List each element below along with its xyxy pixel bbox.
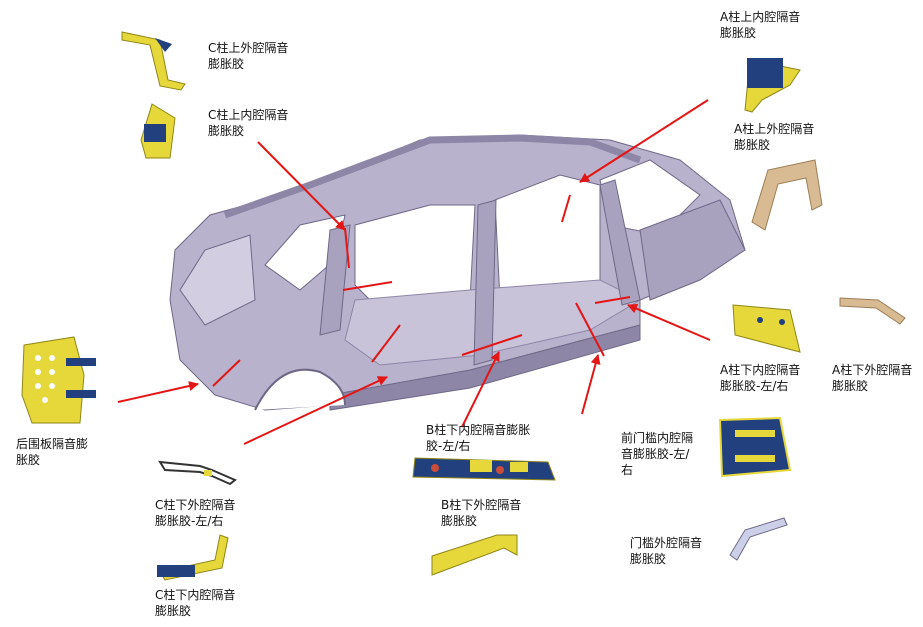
part-a-upper-outer (751, 159, 823, 231)
marker-rear-panel (212, 359, 241, 387)
roof-rail (223, 134, 642, 219)
label-sill-outer: 门槛外腔隔音 膨胀胶 (630, 535, 702, 567)
label-line: 膨胀胶 (734, 138, 771, 152)
leader-arrows (117, 99, 711, 445)
front-door-opening (494, 174, 601, 301)
label-a-upper-inner: A柱上内腔隔音 膨胀胶 (720, 9, 800, 41)
label-line: C柱下外腔隔音 (155, 498, 236, 512)
label-line: 膨胀胶 (208, 57, 245, 71)
label-line: 膨胀胶-左/右 (720, 379, 789, 393)
part-c-upper-inner (140, 103, 176, 159)
label-line: 后围板隔音膨 (16, 437, 89, 451)
marker-c-upper-outer (342, 281, 393, 291)
label-front-sill-inner: 前门槛内腔隔 音膨胀胶-左/ 右 (621, 430, 693, 478)
marker-c-upper-inner (344, 227, 350, 269)
label-line: 右 (621, 463, 634, 477)
label-line: 膨胀胶 (208, 124, 245, 138)
label-line: 前门槛内腔隔 (621, 431, 694, 445)
label-c-upper-outer: C柱上外腔隔音 膨胀胶 (208, 40, 288, 72)
part-b-lower-inner (412, 457, 556, 481)
part-c-upper-outer (121, 31, 186, 91)
label-line: 膨胀胶 (155, 604, 192, 618)
label-c-upper-inner: C柱上内腔隔音 膨胀胶 (208, 107, 288, 139)
part-c-lower-inner (157, 534, 229, 581)
a-pillar (599, 179, 641, 306)
side-sill (329, 324, 641, 411)
rear-opening (179, 234, 256, 326)
part-a-lower-inner (732, 304, 801, 353)
arrow-c-upper-inner (257, 141, 346, 231)
label-line: A柱下外腔隔音 (832, 363, 913, 377)
part-c-lower-outer (158, 460, 237, 486)
label-line: 膨胀胶 (720, 26, 757, 40)
label-line: B柱下外腔隔音 (441, 498, 522, 512)
rear-wheel-arch (254, 368, 346, 411)
label-line: A柱上内腔隔音 (720, 10, 801, 24)
part-a-upper-inner (744, 58, 801, 113)
car-body-in-white (169, 134, 746, 411)
marker-front-sill (575, 302, 605, 357)
label-a-upper-outer: A柱上外腔隔音 膨胀胶 (734, 121, 814, 153)
part-rear-panel (21, 336, 96, 424)
label-line: A柱下内腔隔音 (720, 363, 801, 377)
label-line: 膨胀胶 (630, 552, 667, 566)
arrow-rear-panel (117, 381, 199, 403)
arrow-b-lower-inner (461, 351, 500, 428)
marker-a-lower (594, 296, 631, 304)
label-b-lower-outer: B柱下外腔隔音 膨胀胶 (441, 497, 521, 529)
label-line: 胀胶 (16, 453, 41, 467)
marker-b-lower (461, 334, 523, 356)
part-b-lower-outer (431, 534, 518, 576)
part-a-lower-outer (839, 297, 906, 325)
label-line: 门槛外腔隔音 (630, 536, 703, 550)
label-c-lower-inner: C柱下内腔隔音 膨胀胶 (155, 587, 235, 619)
label-line: 音膨胀胶-左/ (621, 447, 690, 461)
label-line: B柱下内腔隔音膨胀 (426, 423, 531, 437)
arrow-c-lower-outer (243, 376, 388, 445)
part-sill-outer (729, 517, 788, 561)
arrow-a-upper-inner (579, 99, 709, 183)
label-line: C柱上内腔隔音 (208, 108, 289, 122)
label-line: 膨胀胶 (441, 514, 478, 528)
label-line: 膨胀胶-左/右 (155, 514, 224, 528)
label-rear-panel: 后围板隔音膨 胀胶 (16, 436, 88, 468)
front-structure (639, 199, 746, 301)
label-line: 膨胀胶 (832, 379, 869, 393)
marker-c-lower-inner (371, 324, 401, 363)
label-c-lower-outer: C柱下外腔隔音 膨胀胶-左/右 (155, 497, 235, 529)
label-a-lower-inner: A柱下内腔隔音 膨胀胶-左/右 (720, 362, 800, 394)
label-b-lower-inner: B柱下内腔隔音膨胀 胶-左/右 (426, 422, 530, 454)
label-line: A柱上外腔隔音 (734, 122, 815, 136)
arrow-a-lower-inner (627, 303, 711, 341)
label-line: C柱上外腔隔音 (208, 41, 289, 55)
part-front-sill-inner (718, 416, 792, 478)
b-pillar (473, 199, 497, 366)
label-line: 胶-左/右 (426, 439, 471, 453)
arrow-front-sill-inner (581, 354, 601, 415)
marker-a-upper (561, 194, 571, 223)
label-line: C柱下内腔隔音 (155, 588, 236, 602)
label-a-lower-outer: A柱下外腔隔音 膨胀胶 (832, 362, 912, 394)
